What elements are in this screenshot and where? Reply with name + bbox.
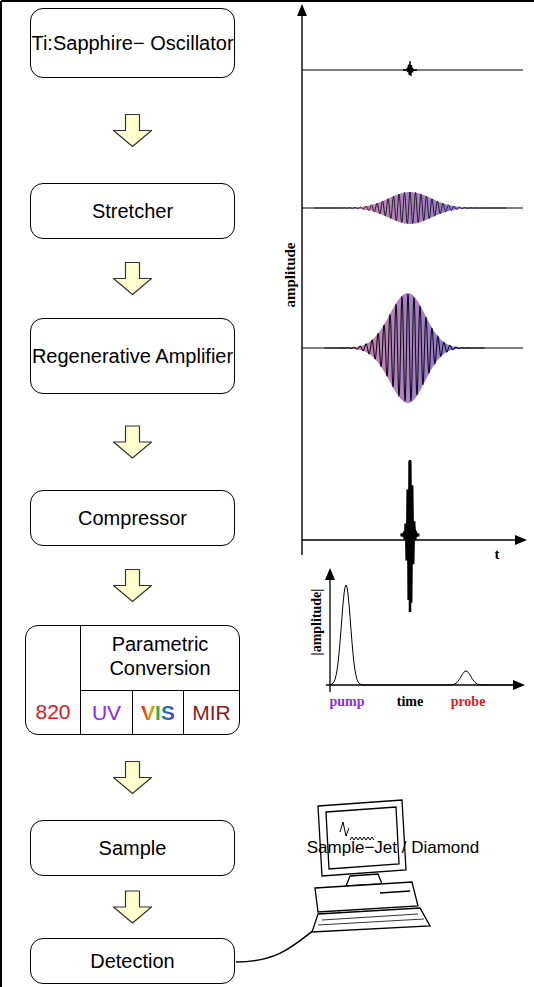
pulse-envelope xyxy=(325,293,485,403)
flow-arrow xyxy=(114,426,152,458)
flow-arrow xyxy=(114,762,152,794)
band-cell: VIS xyxy=(133,690,184,734)
process-box: Sample xyxy=(30,820,235,876)
flow-arrow xyxy=(114,115,152,147)
flow-arrow xyxy=(114,263,152,295)
node-text: VIS xyxy=(141,700,175,725)
frame-line xyxy=(0,1,2,987)
node-text: Stretcher xyxy=(92,199,173,223)
node-text: MIR xyxy=(192,700,231,725)
axis-head xyxy=(325,568,335,580)
band-cell: UV xyxy=(81,690,133,734)
band-cell: MIR xyxy=(184,690,239,734)
axis-label: time xyxy=(397,694,423,710)
pulse-carrier xyxy=(403,61,417,76)
process-box: Detection xyxy=(30,938,235,984)
node-text: Compressor xyxy=(78,506,187,530)
process-box: Stretcher xyxy=(30,183,235,239)
pulse-envelope xyxy=(314,192,506,224)
pulse-carrier xyxy=(409,460,412,612)
node-text: 820 xyxy=(35,699,70,724)
process-box: Compressor xyxy=(30,490,235,546)
axis xyxy=(301,12,302,555)
axis-label: |amplitude| xyxy=(309,589,325,656)
frame-line xyxy=(1,0,534,2)
pulse-carrier xyxy=(314,192,506,223)
axis-label: pump xyxy=(329,694,364,710)
pulse-carrier xyxy=(325,294,485,401)
flow-arrow xyxy=(114,570,152,602)
node-text: UV xyxy=(92,700,121,725)
node-text: Ti:Sapphire− Oscillator xyxy=(31,31,233,55)
node-text: Regenerative Amplifier xyxy=(32,344,233,368)
flow-arrow xyxy=(114,891,152,923)
pulse-envelope xyxy=(330,585,515,685)
node-text: Sample xyxy=(99,836,167,860)
axis-label: amplitude xyxy=(282,242,299,307)
node-text: Parametric Conversion xyxy=(81,632,239,680)
axis-head xyxy=(297,4,307,16)
axis-head xyxy=(515,535,527,545)
axis-label: t xyxy=(495,546,500,563)
process-box: Regenerative Amplifier xyxy=(30,318,235,394)
process-box: Parametric Conversion 820 UV VIS MIR xyxy=(25,625,240,735)
node-text: Detection xyxy=(90,949,175,973)
computer-icon xyxy=(312,800,430,932)
process-box: Ti:Sapphire− Oscillator xyxy=(30,8,235,78)
axis xyxy=(329,578,330,692)
note-label: Sample−Jet / Diamond xyxy=(307,838,479,858)
axis-label: probe xyxy=(451,694,486,710)
band-cell: 820 xyxy=(26,626,81,734)
